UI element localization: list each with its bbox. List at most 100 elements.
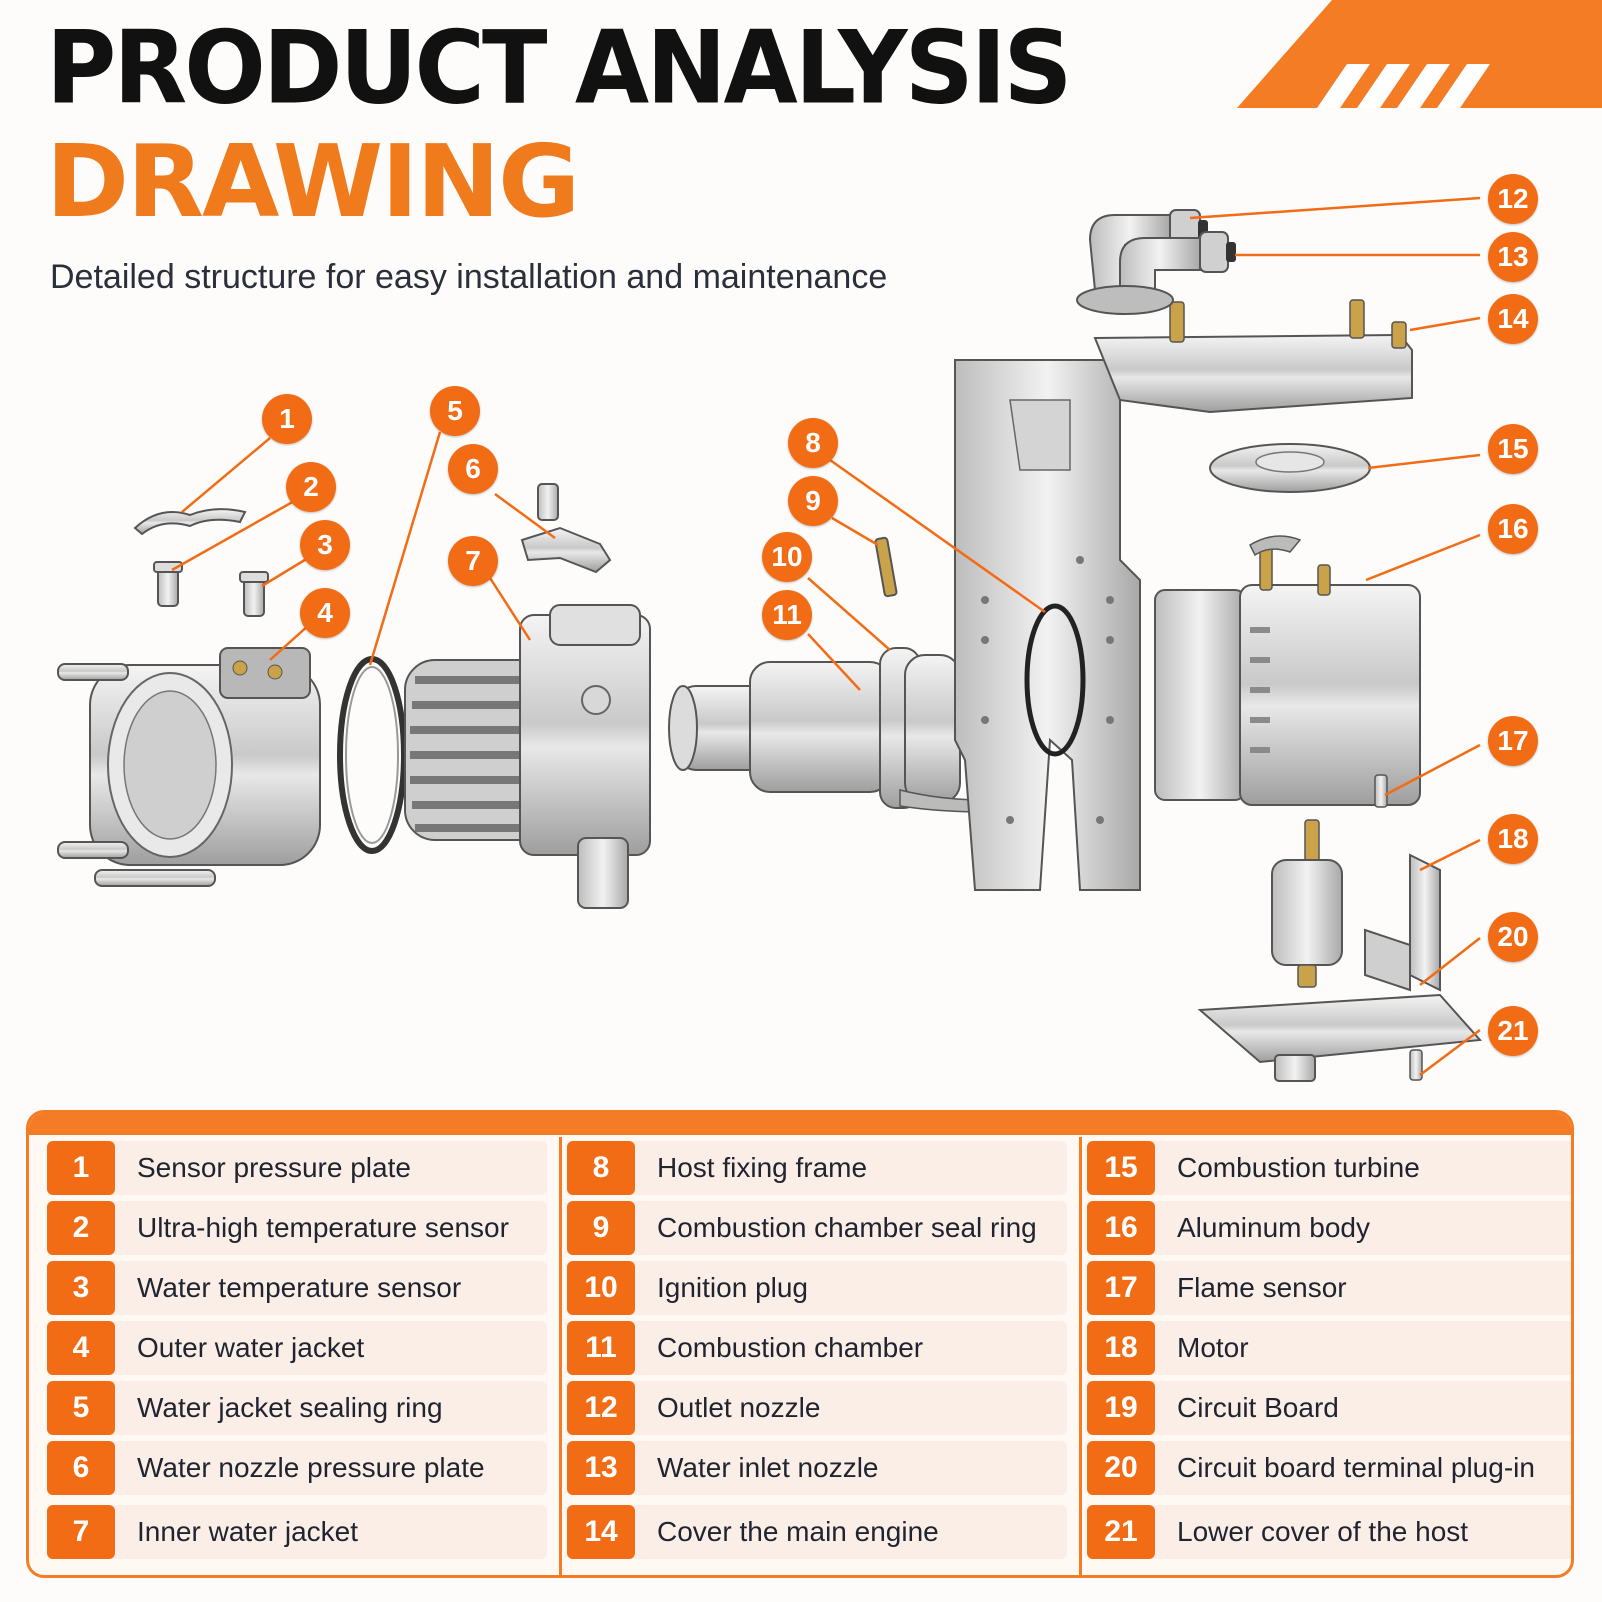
legend-number: 13 <box>567 1441 635 1495</box>
marker-15: 15 <box>1488 424 1538 474</box>
legend-label: Water temperature sensor <box>137 1272 462 1303</box>
legend-item: 20 Circuit board terminal plug-in <box>1087 1441 1571 1495</box>
legend-number: 19 <box>1087 1381 1155 1435</box>
marker-3: 3 <box>300 520 350 570</box>
legend-item: 5 Water jacket sealing ring <box>47 1381 547 1435</box>
legend-top-bar <box>29 1113 1571 1135</box>
legend-label: Motor <box>1177 1332 1249 1363</box>
marker-13: 13 <box>1488 232 1538 282</box>
legend-number: 1 <box>47 1141 115 1195</box>
marker-1: 1 <box>262 394 312 444</box>
legend-number: 7 <box>47 1505 115 1559</box>
legend-item: 16 Aluminum body <box>1087 1201 1571 1255</box>
motor-part <box>1271 819 1343 988</box>
legend-number: 18 <box>1087 1321 1155 1375</box>
marker-12: 12 <box>1488 174 1538 224</box>
legend-label: Combustion chamber seal ring <box>657 1212 1037 1243</box>
legend-label: Inner water jacket <box>137 1516 358 1547</box>
marker-5: 5 <box>430 386 480 436</box>
legend-number: 21 <box>1087 1505 1155 1559</box>
legend-label: Ultra-high temperature sensor <box>137 1212 509 1243</box>
legend-number: 15 <box>1087 1141 1155 1195</box>
legend-label: Host fixing frame <box>657 1152 868 1183</box>
legend-label: Sensor pressure plate <box>137 1152 411 1183</box>
legend-item: 17 Flame sensor <box>1087 1261 1571 1315</box>
lower-cover-of-host-part <box>1197 993 1483 1082</box>
corner-stripes-decoration <box>1237 0 1602 108</box>
marker-18: 18 <box>1488 814 1538 864</box>
legend-divider <box>559 1137 562 1575</box>
legend-label: Water jacket sealing ring <box>137 1392 443 1423</box>
legend-item: 12 Outlet nozzle <box>567 1381 1067 1435</box>
legend-number: 12 <box>567 1381 635 1435</box>
page-title-line-2: DRAWING <box>46 123 580 240</box>
outer-water-jacket-part <box>57 647 321 887</box>
legend-label: Combustion chamber <box>657 1332 924 1363</box>
legend-number: 5 <box>47 1381 115 1435</box>
legend-item: 10 Ignition plug <box>567 1261 1067 1315</box>
legend-label: Outlet nozzle <box>657 1392 821 1423</box>
marker-7: 7 <box>448 536 498 586</box>
main-engine-cover-part <box>1093 299 1413 414</box>
host-fixing-frame-part <box>954 359 1141 891</box>
leader-lines <box>171 196 1481 1076</box>
legend-number: 11 <box>567 1321 635 1375</box>
legend-number: 14 <box>567 1505 635 1559</box>
marker-20: 20 <box>1488 912 1538 962</box>
combustion-turbine-part <box>1209 443 1371 493</box>
legend-item: 7 Inner water jacket <box>47 1505 547 1559</box>
marker-10: 10 <box>762 532 812 582</box>
legend-item: 1 Sensor pressure plate <box>47 1141 547 1195</box>
water-inlet-nozzle-part <box>1076 231 1236 315</box>
legend-label: Circuit board terminal plug-in <box>1177 1452 1535 1483</box>
page-subtitle: Detailed structure for easy installation… <box>50 258 888 296</box>
legend-item: 13 Water inlet nozzle <box>567 1441 1067 1495</box>
legend-number: 17 <box>1087 1261 1155 1315</box>
marker-16: 16 <box>1488 504 1538 554</box>
legend-label: Circuit Board <box>1177 1392 1339 1423</box>
legend-label: Ignition plug <box>657 1272 809 1303</box>
legend-divider <box>1079 1137 1082 1575</box>
legend-number: 4 <box>47 1321 115 1375</box>
legend-label: Aluminum body <box>1177 1212 1370 1243</box>
legend-item: 9 Combustion chamber seal ring <box>567 1201 1067 1255</box>
legend-item: 11 Combustion chamber <box>567 1321 1067 1375</box>
legend-label: Outer water jacket <box>137 1332 365 1363</box>
marker-21: 21 <box>1488 1006 1538 1056</box>
legend-item: 15 Combustion turbine <box>1087 1141 1571 1195</box>
legend-number: 6 <box>47 1441 115 1495</box>
combustion-chamber-part <box>668 647 986 813</box>
legend-label: Flame sensor <box>1177 1272 1347 1303</box>
legend-number: 8 <box>567 1141 635 1195</box>
legend-label: Combustion turbine <box>1177 1152 1420 1183</box>
legend-item: 4 Outer water jacket <box>47 1321 547 1375</box>
legend-number: 10 <box>567 1261 635 1315</box>
legend-number: 16 <box>1087 1201 1155 1255</box>
aluminum-body-part <box>1154 535 1421 806</box>
legend-number: 9 <box>567 1201 635 1255</box>
marker-2: 2 <box>286 462 336 512</box>
legend-item: 8 Host fixing frame <box>567 1141 1067 1195</box>
legend-column-2: 8 Host fixing frame 9 Combustion chamber s… <box>563 1137 1073 1575</box>
sensor-pressure-plate-part <box>133 508 247 536</box>
water-temperature-sensor-part <box>239 571 269 617</box>
legend-item: 14 Cover the main engine <box>567 1505 1067 1559</box>
marker-17: 17 <box>1488 716 1538 766</box>
inner-water-jacket-part <box>404 604 651 909</box>
marker-6: 6 <box>448 444 498 494</box>
flame-sensor-part <box>1374 774 1388 808</box>
water-jacket-sealing-ring-part <box>337 656 407 854</box>
ignition-plug-part <box>874 536 898 598</box>
legend-label: Cover the main engine <box>657 1516 939 1547</box>
legend-label: Water inlet nozzle <box>657 1452 879 1483</box>
ultra-high-temperature-sensor-part <box>153 561 183 607</box>
marker-14: 14 <box>1488 294 1538 344</box>
legend-number: 20 <box>1087 1441 1155 1495</box>
